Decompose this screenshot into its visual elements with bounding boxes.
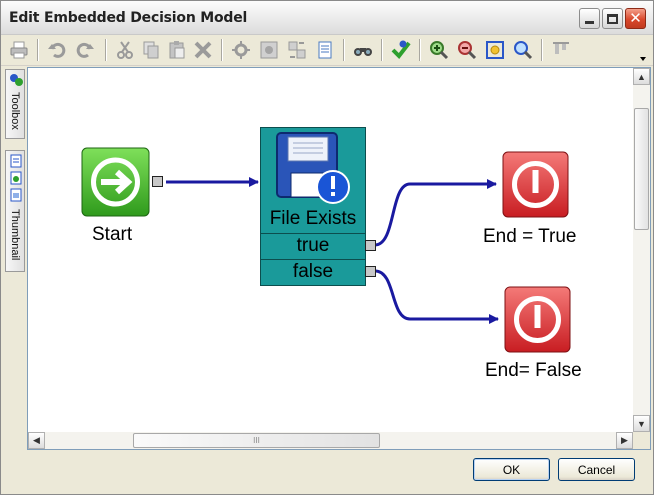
scroll-grip: III bbox=[253, 436, 260, 445]
connector-true-to-end-true[interactable] bbox=[374, 179, 497, 247]
stop-icon bbox=[502, 151, 569, 218]
close-button[interactable]: ✕ bbox=[625, 8, 646, 29]
start-node-label: Start bbox=[92, 224, 133, 245]
toolbar bbox=[1, 35, 653, 66]
fit-to-window-button[interactable] bbox=[483, 38, 507, 62]
paste-icon bbox=[169, 41, 185, 59]
decision-title: File Exists bbox=[269, 208, 357, 229]
zoom-button[interactable] bbox=[511, 38, 535, 62]
page-icon bbox=[10, 154, 22, 168]
thumbnail-tab-label: Thumbnail bbox=[9, 209, 21, 261]
find-button[interactable] bbox=[351, 38, 375, 62]
zoom-out-icon bbox=[458, 41, 477, 60]
title-bar[interactable]: Edit Embedded Decision Model ✕ bbox=[1, 1, 653, 35]
page-view-icon bbox=[10, 188, 22, 202]
end-true-node[interactable] bbox=[502, 151, 569, 218]
side-panel-tabs: Toolbox Thumbnail bbox=[3, 67, 25, 481]
branch-false-row[interactable]: false bbox=[261, 259, 365, 284]
page-add-icon bbox=[10, 171, 22, 185]
align-top-icon bbox=[553, 42, 569, 54]
undo-button[interactable] bbox=[45, 38, 69, 62]
vertical-scrollbar[interactable]: ▲ ▼ bbox=[633, 68, 650, 432]
connector-false-to-end-false[interactable] bbox=[374, 269, 499, 324]
end-false-label: End= False bbox=[485, 360, 582, 381]
diagram-canvas-frame: Start File Exists true false bbox=[27, 67, 651, 450]
scroll-right-button[interactable]: ▶ bbox=[616, 432, 633, 449]
close-icon: ✕ bbox=[629, 9, 642, 27]
diagram-canvas[interactable]: Start File Exists true false bbox=[28, 68, 633, 432]
auto-arrange-button[interactable] bbox=[229, 38, 253, 62]
scroll-down-button[interactable]: ▼ bbox=[633, 415, 650, 432]
start-arrow-icon bbox=[81, 147, 150, 217]
start-output-port[interactable] bbox=[152, 176, 163, 187]
copy-button[interactable] bbox=[139, 38, 163, 62]
ok-button[interactable]: OK bbox=[473, 458, 550, 481]
toolbar-separator bbox=[541, 39, 542, 61]
undo-icon bbox=[48, 42, 66, 58]
fit-to-window-icon bbox=[486, 41, 504, 59]
paste-button[interactable] bbox=[165, 38, 189, 62]
end-true-label: End = True bbox=[483, 226, 577, 247]
toolbox-tab-label: Toolbox bbox=[9, 92, 21, 130]
minimize-icon bbox=[585, 21, 594, 24]
cancel-button[interactable]: Cancel bbox=[558, 458, 635, 481]
ungroup-icon bbox=[288, 41, 306, 59]
delete-icon bbox=[194, 41, 212, 59]
auto-arrange-icon bbox=[232, 41, 250, 59]
start-node[interactable] bbox=[81, 147, 150, 217]
scroll-up-button[interactable]: ▲ bbox=[633, 68, 650, 85]
redo-button[interactable] bbox=[73, 38, 97, 62]
true-output-port[interactable] bbox=[365, 240, 376, 251]
toolbar-separator bbox=[221, 39, 222, 61]
toolbar-separator bbox=[419, 39, 420, 61]
end-false-node[interactable] bbox=[504, 286, 571, 353]
stop-icon bbox=[504, 286, 571, 353]
decision-node[interactable]: File Exists true false bbox=[260, 127, 366, 286]
toolbar-separator bbox=[37, 39, 38, 61]
zoom-in-button[interactable] bbox=[427, 38, 451, 62]
zoom-in-icon bbox=[430, 41, 449, 60]
magnifier-icon bbox=[514, 41, 533, 60]
validate-check-icon bbox=[391, 40, 411, 60]
cut-icon bbox=[117, 41, 133, 59]
group-icon bbox=[260, 41, 278, 59]
save-disk-icon bbox=[276, 132, 350, 204]
align-top-button[interactable] bbox=[549, 38, 573, 62]
chevron-down-icon bbox=[640, 57, 646, 61]
binoculars-icon bbox=[354, 48, 372, 56]
minimize-button[interactable] bbox=[579, 8, 600, 29]
maximize-icon bbox=[607, 13, 618, 24]
document-icon bbox=[318, 41, 332, 59]
window-title: Edit Embedded Decision Model bbox=[9, 10, 248, 26]
validate-button[interactable] bbox=[389, 38, 413, 62]
zoom-out-button[interactable] bbox=[455, 38, 479, 62]
branch-true-row[interactable]: true bbox=[261, 233, 365, 258]
thumbnail-tab[interactable]: Thumbnail bbox=[5, 150, 25, 272]
scroll-corner bbox=[633, 432, 650, 449]
ungroup-button[interactable] bbox=[285, 38, 309, 62]
print-button[interactable] bbox=[7, 38, 31, 62]
toolbar-separator bbox=[105, 39, 106, 61]
maximize-button[interactable] bbox=[602, 8, 623, 29]
false-output-port[interactable] bbox=[365, 266, 376, 277]
group-button[interactable] bbox=[257, 38, 281, 62]
toolbox-icon bbox=[10, 74, 23, 86]
toolbox-tab[interactable]: Toolbox bbox=[5, 69, 25, 139]
cut-button[interactable] bbox=[113, 38, 137, 62]
toolbar-separator bbox=[343, 39, 344, 61]
scroll-left-button[interactable]: ◀ bbox=[28, 432, 45, 449]
print-icon bbox=[10, 41, 28, 59]
properties-button[interactable] bbox=[313, 38, 337, 62]
redo-icon bbox=[76, 42, 94, 58]
copy-icon bbox=[143, 41, 159, 59]
vertical-scroll-thumb[interactable] bbox=[634, 108, 649, 230]
toolbar-separator bbox=[381, 39, 382, 61]
delete-button[interactable] bbox=[191, 38, 215, 62]
connectors-layer bbox=[166, 177, 499, 324]
horizontal-scrollbar[interactable]: ◀ III ▶ bbox=[28, 432, 633, 449]
toolbar-overflow-button[interactable] bbox=[637, 53, 649, 65]
horizontal-scroll-thumb[interactable]: III bbox=[133, 433, 380, 448]
